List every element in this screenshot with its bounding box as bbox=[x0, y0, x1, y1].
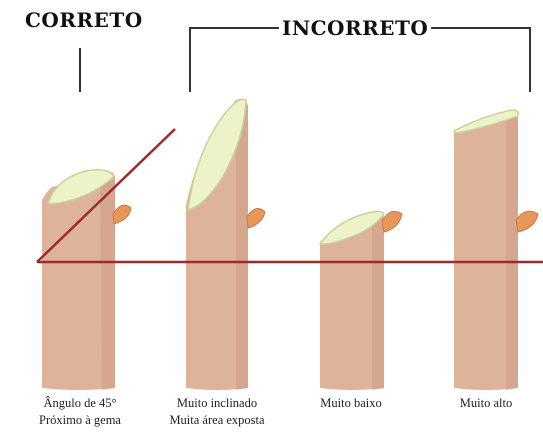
stem-shade bbox=[506, 116, 518, 390]
bud-icon bbox=[112, 204, 132, 225]
caption-line-1: Muito alto bbox=[459, 396, 513, 410]
caption-too-steep: Muito inclinado Muita área exposta bbox=[169, 395, 264, 429]
caption-line-1: Muito inclinado bbox=[176, 396, 258, 410]
stem-shade bbox=[236, 106, 248, 390]
caption-line-1: Ângulo de 45° bbox=[43, 396, 117, 410]
bud-icon bbox=[381, 210, 403, 233]
caption-too-low: Muito baixo bbox=[320, 395, 381, 412]
stem-body bbox=[454, 112, 518, 390]
cut-face bbox=[47, 169, 116, 205]
stem-body bbox=[42, 172, 116, 390]
stem-too-low bbox=[318, 210, 403, 390]
guide-45-degree-line bbox=[36, 128, 176, 263]
stem-shade bbox=[372, 216, 384, 390]
stem-too-steep bbox=[186, 98, 266, 390]
stem-body bbox=[320, 211, 384, 390]
cut-face bbox=[318, 210, 385, 245]
stem-correct-45-degree bbox=[42, 169, 132, 390]
caption-line-1: Muito baixo bbox=[320, 396, 382, 410]
heading-incorrect: INCORRETO bbox=[279, 16, 432, 40]
bud-icon bbox=[246, 207, 266, 229]
stem-too-high bbox=[453, 109, 539, 390]
bud-icon bbox=[515, 210, 539, 233]
caption-correct: Ângulo de 45° Próximo à gema bbox=[39, 395, 121, 429]
caption-line-2: Muita área exposta bbox=[169, 413, 265, 427]
cut-face bbox=[187, 98, 247, 211]
stem-shade bbox=[100, 180, 115, 390]
caption-line-2: Próximo à gema bbox=[39, 413, 121, 427]
cut-face bbox=[453, 109, 520, 134]
caption-too-high: Muito alto bbox=[460, 395, 512, 412]
heading-correct: CORRETO bbox=[22, 8, 146, 32]
